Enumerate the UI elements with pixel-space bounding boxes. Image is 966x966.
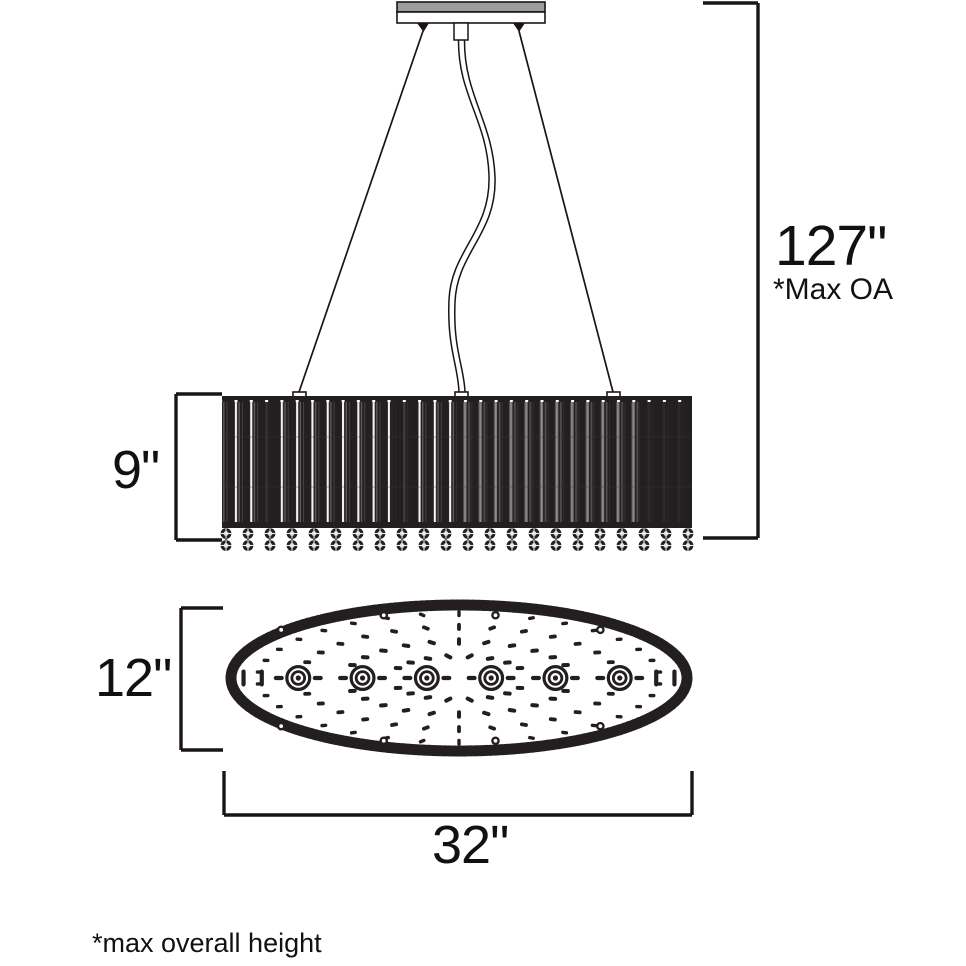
dim-bracket-oval-width [222, 771, 694, 817]
crystal-bead-fringe [220, 526, 694, 551]
cord-exit-collar [453, 22, 469, 41]
dimension-label-oval-depth: 12" [95, 648, 172, 708]
suspension-cable-right [518, 30, 614, 393]
dimension-label-overall-height: 127" [775, 214, 887, 278]
oval-top-view [225, 599, 693, 757]
power-cord [448, 39, 496, 393]
drum-shade-front [222, 396, 692, 528]
dim-bracket-oval-depth [179, 606, 223, 752]
cable-anchor-left [417, 23, 429, 32]
dim-bracket-overall-height [703, 1, 760, 540]
dimension-label-oval-width: 32" [432, 815, 509, 875]
dim-bracket-shade-height [174, 392, 222, 542]
cable-anchor-right [513, 23, 525, 32]
ceiling-canopy [396, 1, 546, 24]
dimension-label-shade-height: 9" [112, 440, 160, 500]
footnote-max-overall-height: *max overall height [92, 928, 322, 958]
suspension-cable-left [298, 30, 424, 393]
dimension-note-max-oa: *Max OA [773, 273, 894, 306]
